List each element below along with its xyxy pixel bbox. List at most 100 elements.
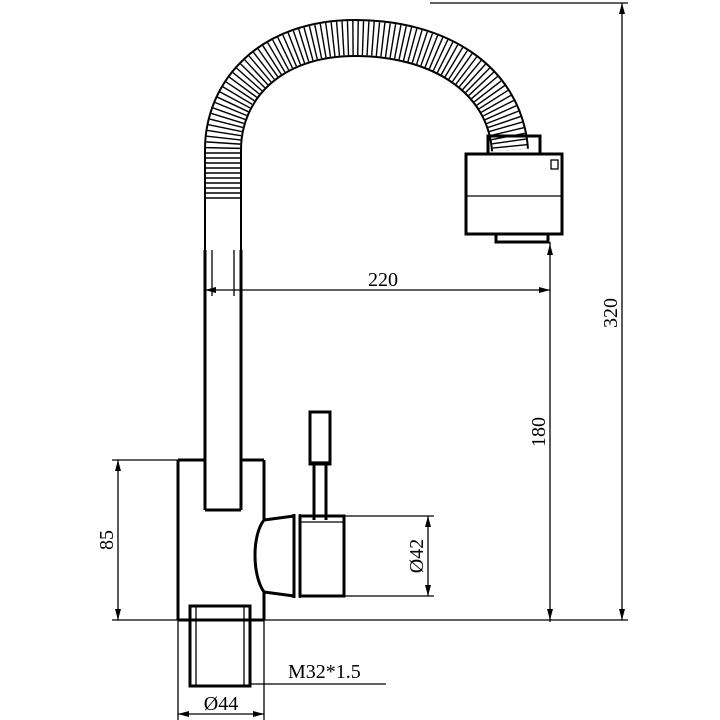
hose-rib <box>492 138 526 145</box>
hose-rib <box>451 53 473 82</box>
hose-rib <box>212 107 246 121</box>
spout-height-label: 180 <box>528 417 550 447</box>
hose-rib <box>206 146 241 150</box>
hose-rib <box>436 41 454 73</box>
dimension-total-height: 320 <box>430 2 628 620</box>
hose-rib <box>222 86 253 105</box>
hose-rib <box>483 99 514 117</box>
hose-rib <box>393 24 402 59</box>
mounting-thread <box>188 604 252 688</box>
dimension-thread: M32*1.5 <box>250 661 386 685</box>
hose-rib <box>236 67 263 92</box>
hose-rib <box>262 45 282 75</box>
hose-rib <box>380 22 386 57</box>
hose-rib <box>240 63 266 89</box>
dimension-body-height: 85 <box>96 459 178 621</box>
hose-rib <box>228 76 258 98</box>
hose-rib <box>346 21 350 56</box>
hose-rib <box>471 75 498 100</box>
spout-reach-label: 220 <box>368 269 398 291</box>
hose-rib <box>208 124 242 133</box>
hose-rib <box>361 21 365 56</box>
hose-rib <box>370 21 375 56</box>
hose-rib <box>478 89 509 110</box>
hose-rib <box>420 33 434 66</box>
hose-rib <box>424 35 439 68</box>
hose-rib <box>416 31 428 65</box>
hose-rib <box>455 56 478 85</box>
hose-rib <box>398 26 407 60</box>
hose-rib <box>428 37 444 70</box>
hose-rib <box>211 112 245 125</box>
hose-rib <box>481 94 512 113</box>
hose-rib <box>324 22 332 57</box>
total-height-label: 320 <box>600 298 622 328</box>
hose-rib <box>308 25 318 60</box>
thread-label: M32*1.5 <box>288 661 361 683</box>
hose-rib <box>473 80 502 103</box>
dimension-handle-diameter: Ø42 <box>344 515 434 597</box>
hose-rib <box>486 110 519 125</box>
hose-rib <box>448 50 468 80</box>
hose-rib <box>462 63 486 90</box>
hose-rib <box>407 28 418 62</box>
hose-rib <box>489 121 523 133</box>
hose-rib <box>214 101 247 117</box>
spout-pipe <box>203 250 243 512</box>
dimension-spout-reach: 220 <box>205 242 551 622</box>
hose-rib <box>366 21 370 56</box>
hose-rib <box>225 81 255 102</box>
hose-rib <box>488 115 521 129</box>
faucet-body <box>176 458 266 622</box>
side-handle <box>253 514 346 598</box>
hose-rib <box>432 39 449 71</box>
hose-rib <box>335 21 341 56</box>
lever <box>308 410 332 520</box>
hose-rib <box>244 59 269 86</box>
flexible-spout-hose <box>204 18 529 258</box>
hose-rib <box>389 24 397 58</box>
hose-rib <box>490 127 524 137</box>
hose-rib <box>303 27 314 61</box>
hose-rib <box>319 23 327 58</box>
hose-rib <box>232 72 260 95</box>
hose-rib <box>252 51 275 80</box>
hose-rib <box>292 30 306 64</box>
hose-rib <box>440 44 459 75</box>
hose-rib <box>476 85 506 106</box>
hose-rib <box>272 39 290 71</box>
body-height-label: 85 <box>96 530 118 550</box>
hose-rib <box>468 71 495 96</box>
hose-rib <box>277 37 294 69</box>
hose-ribs <box>206 21 527 199</box>
hose-rib <box>248 55 272 83</box>
dimension-base-diameter: Ø44 <box>177 620 265 720</box>
hose-rib <box>287 32 302 65</box>
spout-head <box>464 134 564 244</box>
hose-rib <box>282 34 298 67</box>
hose-rib <box>484 105 517 121</box>
hose-rib <box>492 144 527 149</box>
hose-rib <box>458 60 482 88</box>
hose-rib <box>444 47 464 78</box>
base-diameter-label: Ø44 <box>204 693 238 715</box>
hose-rib <box>402 27 413 61</box>
hose-rib <box>411 29 423 63</box>
hose-rib <box>209 118 243 129</box>
hose-rib <box>384 23 391 58</box>
hose-rib <box>375 22 381 57</box>
hose-rib <box>298 28 310 62</box>
hose-rib <box>330 22 336 57</box>
hose-rib <box>217 96 249 113</box>
hose-rib <box>341 21 345 56</box>
hose-rib <box>257 48 279 78</box>
hose-rib <box>314 24 323 59</box>
hose-rib <box>206 141 241 145</box>
handle-diameter-label: Ø42 <box>406 539 428 573</box>
dimension-spout-height: 180 <box>528 244 553 620</box>
hose-rib <box>219 91 251 109</box>
hose-rib <box>206 135 241 141</box>
hose-rib <box>207 129 242 137</box>
hose-rib <box>267 42 286 73</box>
